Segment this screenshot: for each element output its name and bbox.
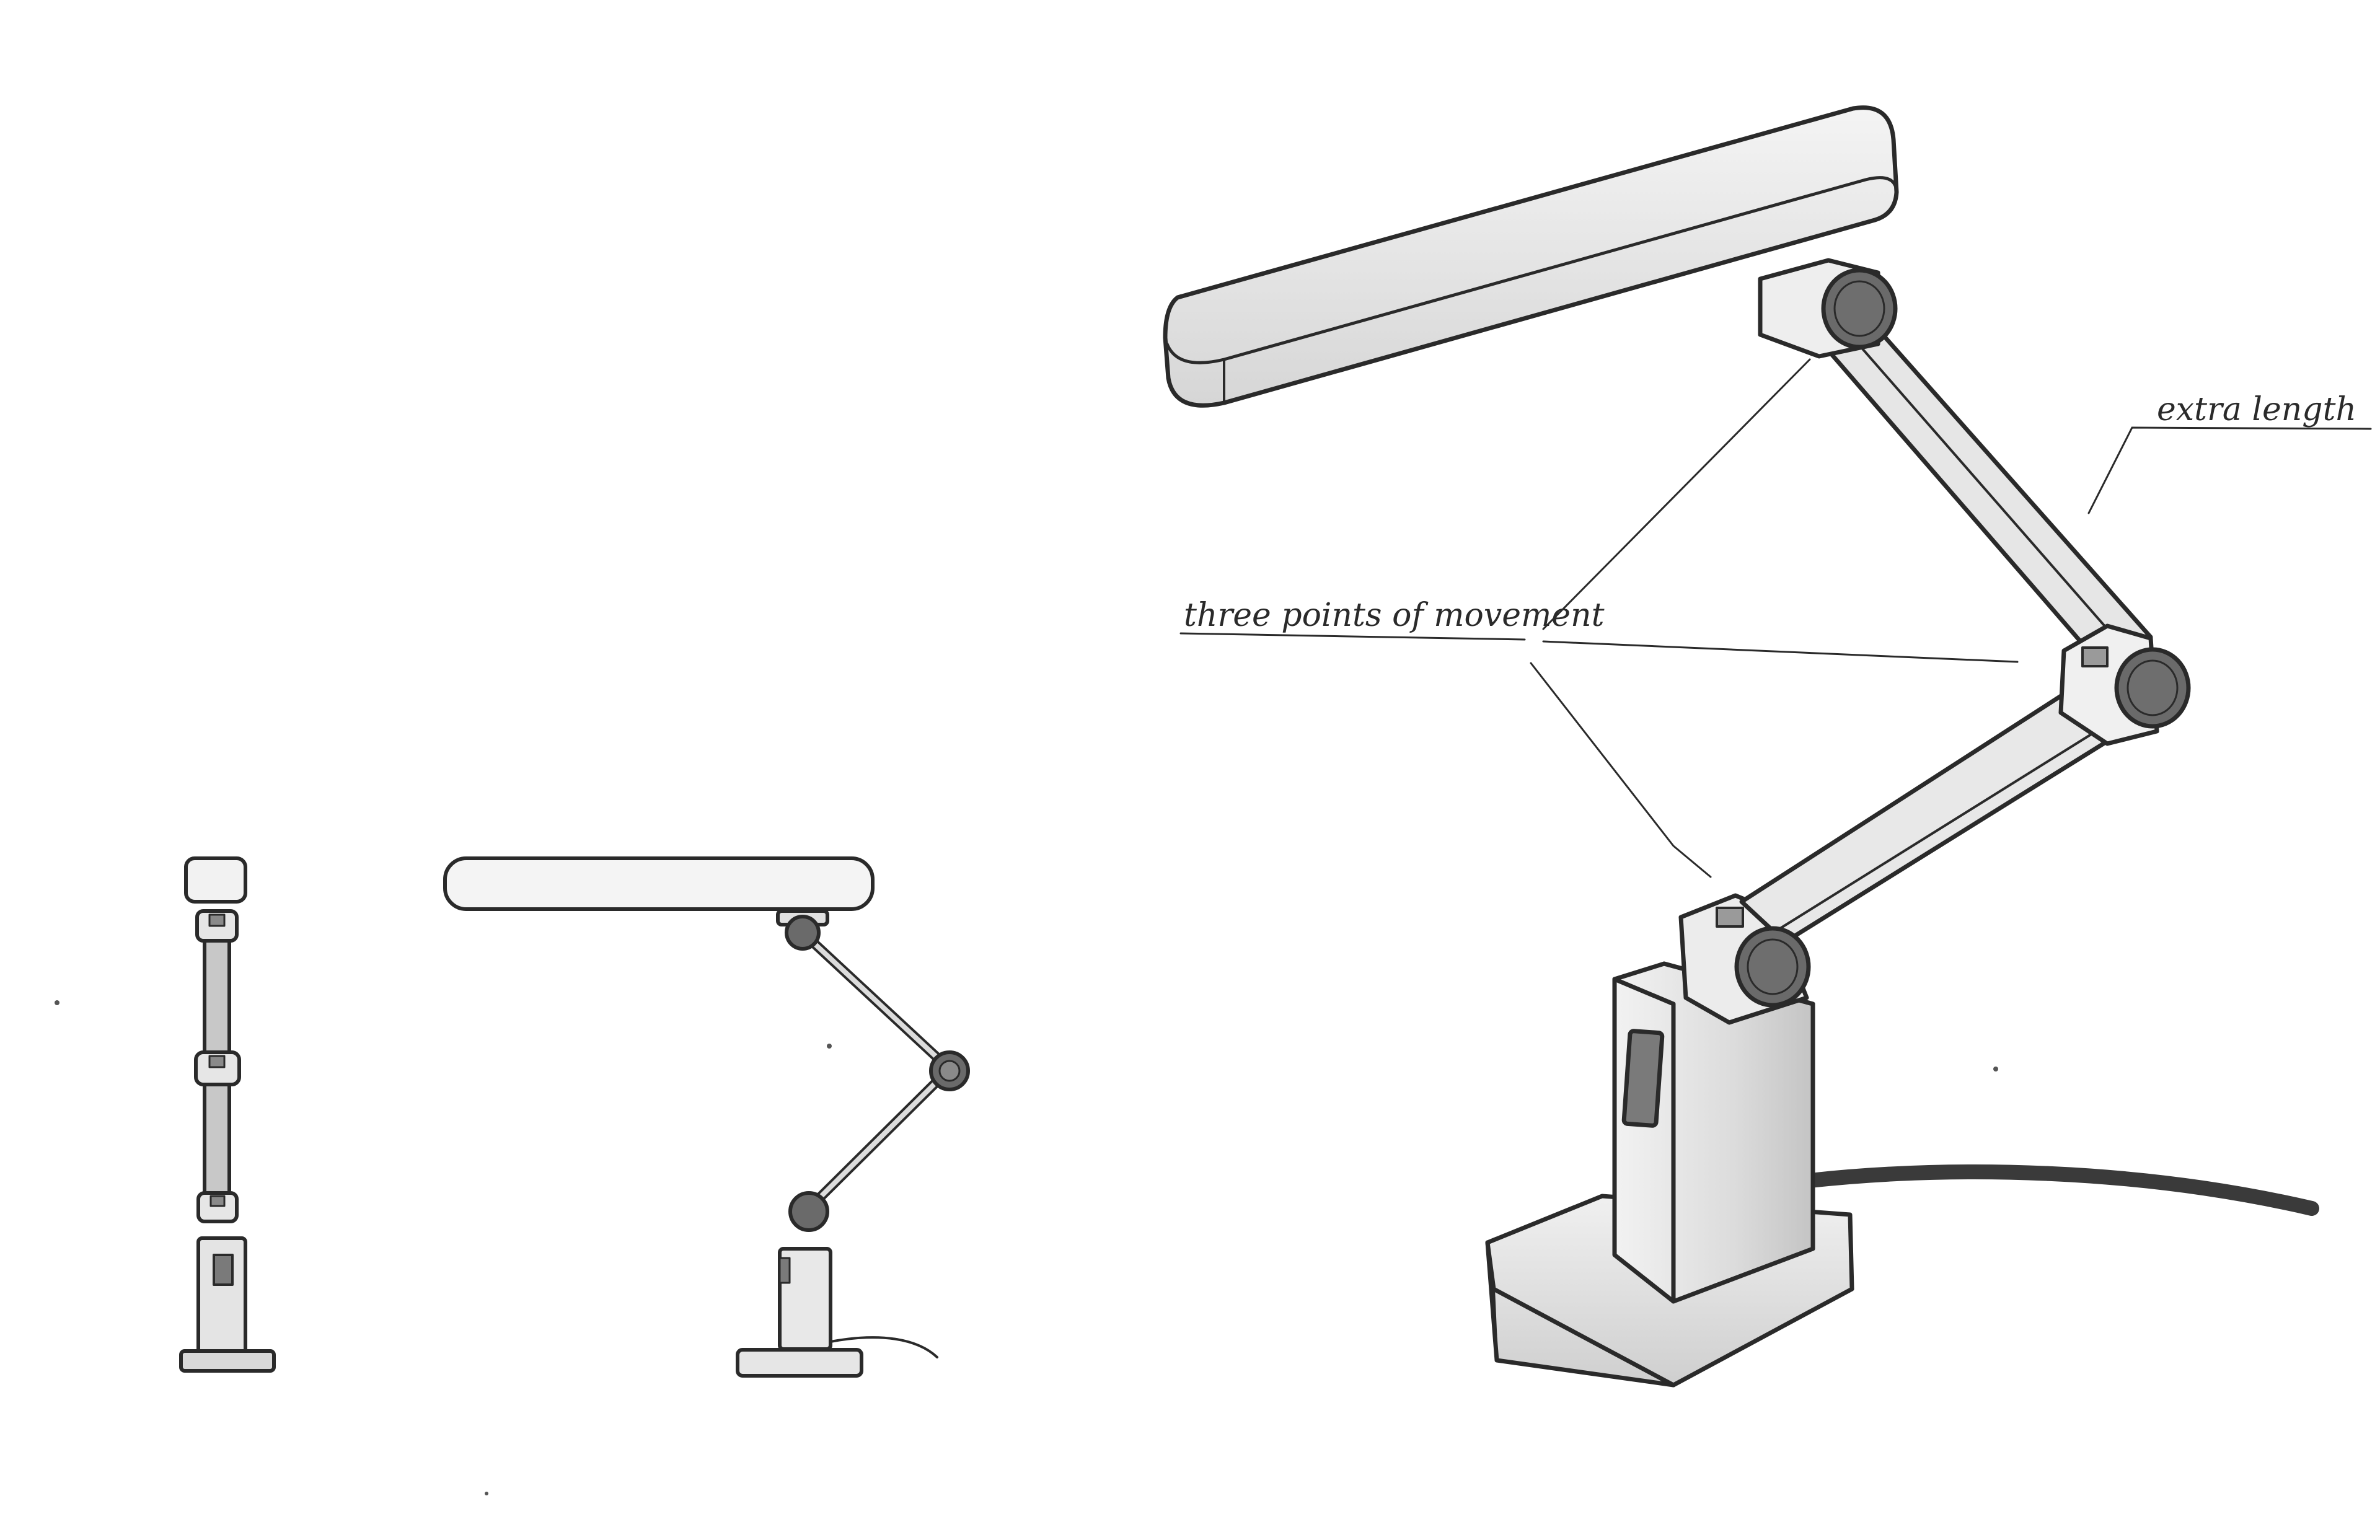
three-points-underline xyxy=(1179,632,1526,641)
three-points-leader-middle xyxy=(1542,640,2019,663)
side-cord xyxy=(829,1336,938,1358)
side-arm xyxy=(798,928,954,1213)
side-base xyxy=(736,1348,863,1378)
annotations xyxy=(1179,358,2372,878)
power-cord xyxy=(1802,1164,2319,1216)
side-view xyxy=(443,856,970,1378)
front-switch xyxy=(213,1254,234,1286)
extra-length-label: extra length xyxy=(2157,391,2356,428)
lamp-switch xyxy=(1621,1029,1665,1128)
perspective-view xyxy=(1163,105,2319,1388)
front-joint-bottom xyxy=(196,1191,239,1223)
three-points-label: three points of movement xyxy=(1184,597,1605,634)
front-arm-upper xyxy=(203,939,231,1054)
side-joint-top xyxy=(785,915,821,951)
side-joint-bottom xyxy=(788,1191,829,1232)
side-lamp-head xyxy=(443,856,875,911)
upper-arm xyxy=(1823,320,2153,675)
front-arm-lower xyxy=(203,1083,231,1195)
three-points-leader-bottom xyxy=(1530,662,1712,878)
front-view xyxy=(179,856,276,1373)
lamp-head xyxy=(1163,105,1899,408)
extra-length-leader xyxy=(2087,426,2372,514)
paper-specks xyxy=(55,1000,1998,1495)
three-points-leader-top xyxy=(1542,358,1811,630)
front-lamp-head xyxy=(184,856,247,904)
front-base xyxy=(179,1349,276,1373)
